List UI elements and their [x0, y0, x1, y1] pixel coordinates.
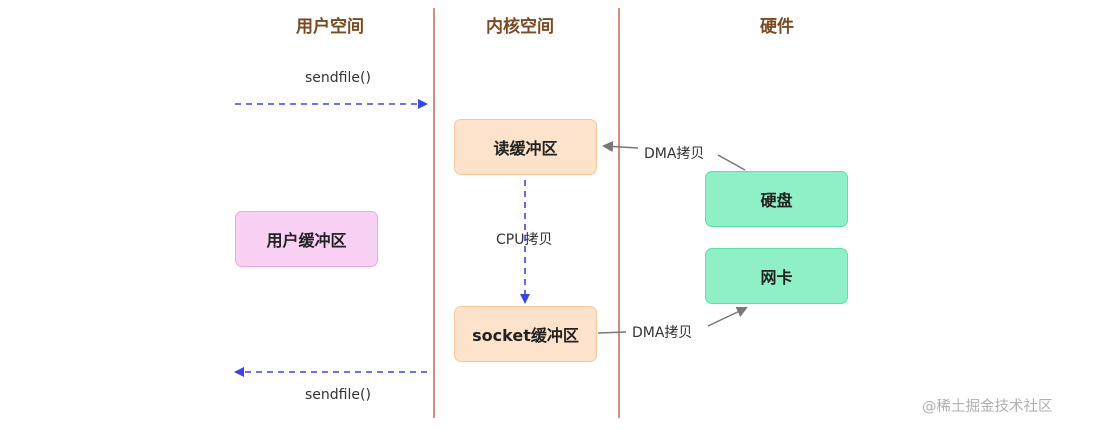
socket-buffer-box: socket缓冲区	[454, 306, 597, 362]
cpu-copy-label: CPU拷贝	[496, 232, 553, 248]
dma-copy-in-arrow-head	[602, 141, 639, 153]
disk-box: 硬盘	[705, 171, 848, 227]
kernel-space-title: 内核空间	[486, 17, 554, 37]
dma-copy-in-label: DMA拷贝	[644, 146, 705, 162]
user-space-title: 用户空间	[296, 17, 364, 37]
sendfile-return-label: sendfile()	[305, 387, 371, 403]
kernel-hardware-divider	[618, 8, 620, 418]
dma-copy-out-label: DMA拷贝	[632, 325, 693, 341]
nic-box: 网卡	[705, 248, 848, 304]
dma-copy-out-arrow-head	[707, 306, 748, 327]
dma-copy-in-arrow-tail	[717, 154, 746, 171]
read-buffer-box: 读缓冲区	[454, 119, 597, 175]
user-kernel-divider	[433, 8, 435, 418]
sendfile-call-label: sendfile()	[305, 70, 371, 86]
watermark: @稀土掘金技术社区	[922, 399, 1053, 415]
dma-copy-out-arrow-tail	[597, 331, 627, 334]
user-buffer-box: 用户缓冲区	[235, 211, 378, 267]
hardware-title: 硬件	[760, 17, 794, 37]
